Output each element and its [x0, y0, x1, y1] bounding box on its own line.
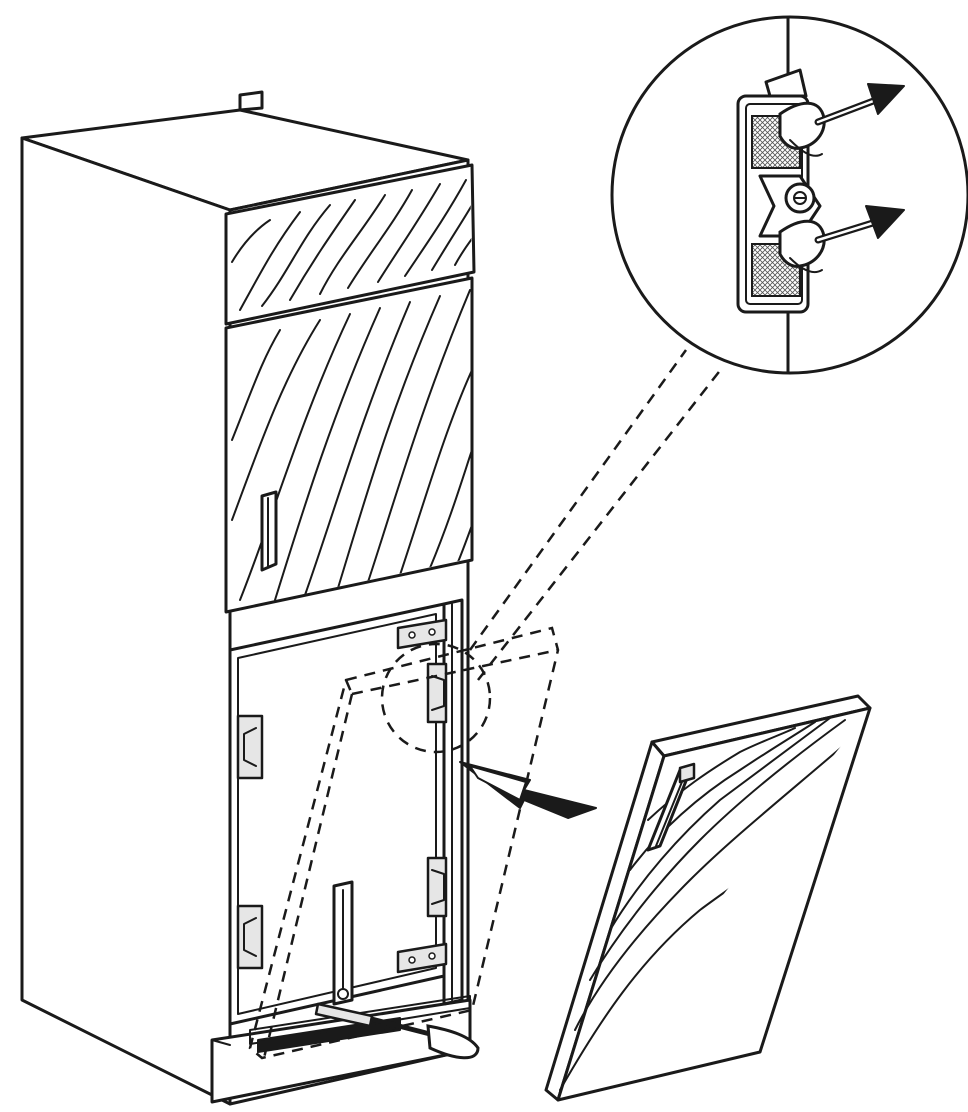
left-lower-latch	[236, 904, 264, 970]
left-upper-latch	[236, 714, 264, 780]
loose-door-panel	[544, 694, 872, 1102]
right-upper-latch	[426, 662, 448, 724]
drawer-wood-grain	[231, 179, 472, 311]
lower-pull-arrow	[814, 205, 905, 244]
vertical-guide	[332, 880, 354, 1006]
bottom-bracket	[396, 942, 448, 974]
cabinet-left-side	[20, 136, 232, 1106]
plinth-edge	[211, 1039, 231, 1046]
lower-clip	[778, 219, 826, 274]
detail-focus-circle	[380, 642, 492, 754]
dashed-door-outline	[248, 349, 723, 1060]
upper-pull-arrow	[814, 83, 905, 126]
loose-door-handle	[646, 762, 696, 852]
upper-door-wood-grain	[231, 289, 472, 601]
drawer-panel	[224, 163, 476, 326]
appliance-frame-inner	[237, 613, 437, 1015]
detail-magnifier	[610, 15, 968, 375]
upper-door	[224, 276, 474, 614]
insert-arrow	[459, 761, 597, 819]
projection-line-1	[468, 349, 688, 651]
door-handle	[260, 490, 278, 572]
top-bracket	[396, 618, 448, 650]
screwdriver	[314, 1002, 480, 1060]
cabinet-top-moulding	[238, 90, 264, 112]
bottom-slot	[257, 1017, 401, 1053]
upper-clip	[778, 101, 826, 157]
right-lower-latch	[426, 856, 448, 918]
projection-line-2	[477, 367, 723, 681]
